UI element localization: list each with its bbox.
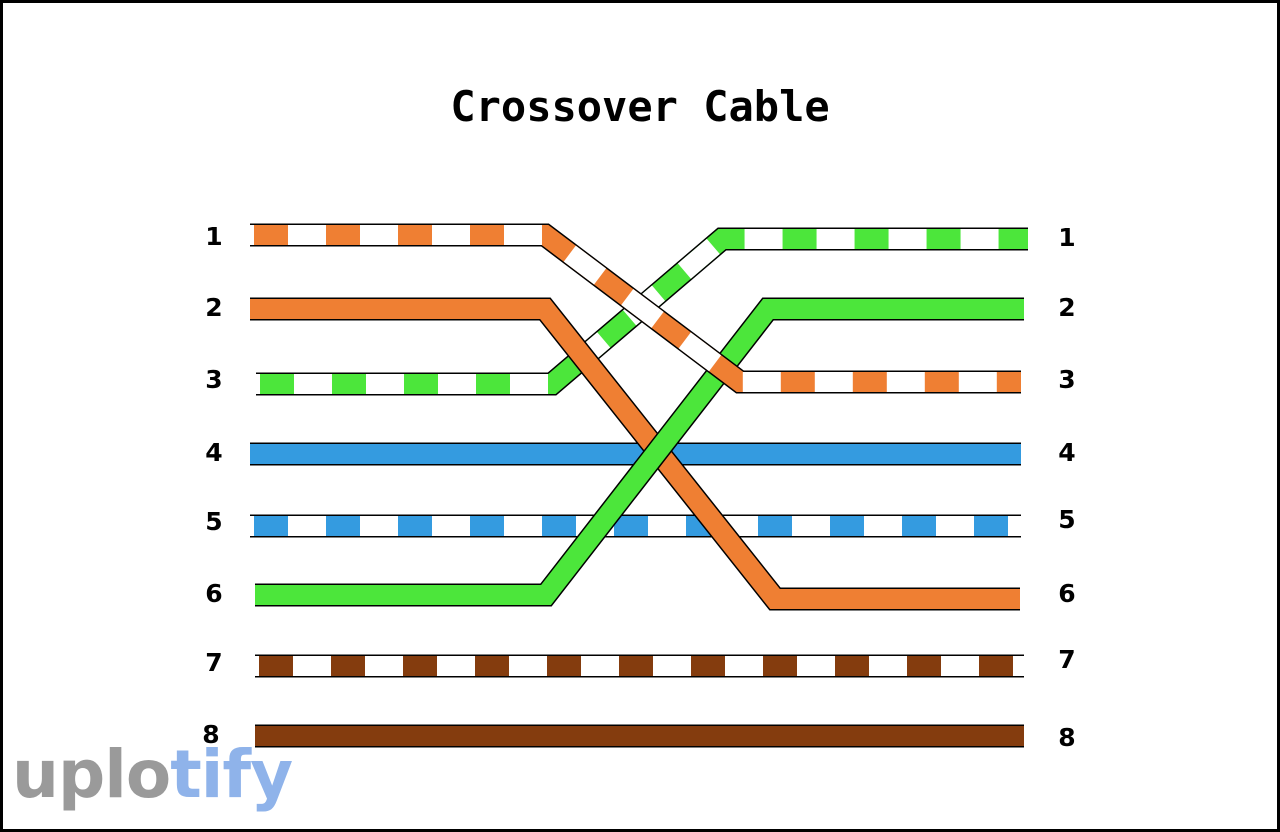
- right-pin-label-5: 5: [1058, 505, 1076, 534]
- wire-orange-white: [250, 223, 1021, 394]
- wire-orange-white-stripes: [250, 225, 1021, 392]
- uplotify-watermark-logo: uplotify: [12, 742, 293, 808]
- left-pin-label-4: 4: [205, 438, 223, 467]
- left-pin-label-7: 7: [205, 648, 223, 677]
- watermark-part-2: tify: [170, 736, 293, 813]
- left-pin-label-6: 6: [205, 579, 223, 608]
- right-pin-label-4: 4: [1058, 438, 1076, 467]
- left-pin-label-3: 3: [205, 365, 223, 394]
- right-pin-label-2: 2: [1058, 293, 1076, 322]
- wire-green-body: [255, 299, 1024, 605]
- right-pin-label-7: 7: [1058, 645, 1076, 674]
- right-pin-label-3: 3: [1058, 365, 1076, 394]
- wire-green: [255, 297, 1024, 607]
- left-pin-label-8: 8: [202, 720, 220, 749]
- diagram-title: Crossover Cable: [450, 82, 830, 131]
- right-pin-label-6: 6: [1058, 579, 1076, 608]
- left-pin-label-2: 2: [205, 293, 223, 322]
- left-pin-label-1: 1: [205, 222, 223, 251]
- left-pin-label-5: 5: [205, 507, 223, 536]
- right-pin-label-1: 1: [1058, 223, 1076, 252]
- right-pin-label-8: 8: [1058, 723, 1076, 752]
- watermark-part-1: uplo: [12, 736, 171, 813]
